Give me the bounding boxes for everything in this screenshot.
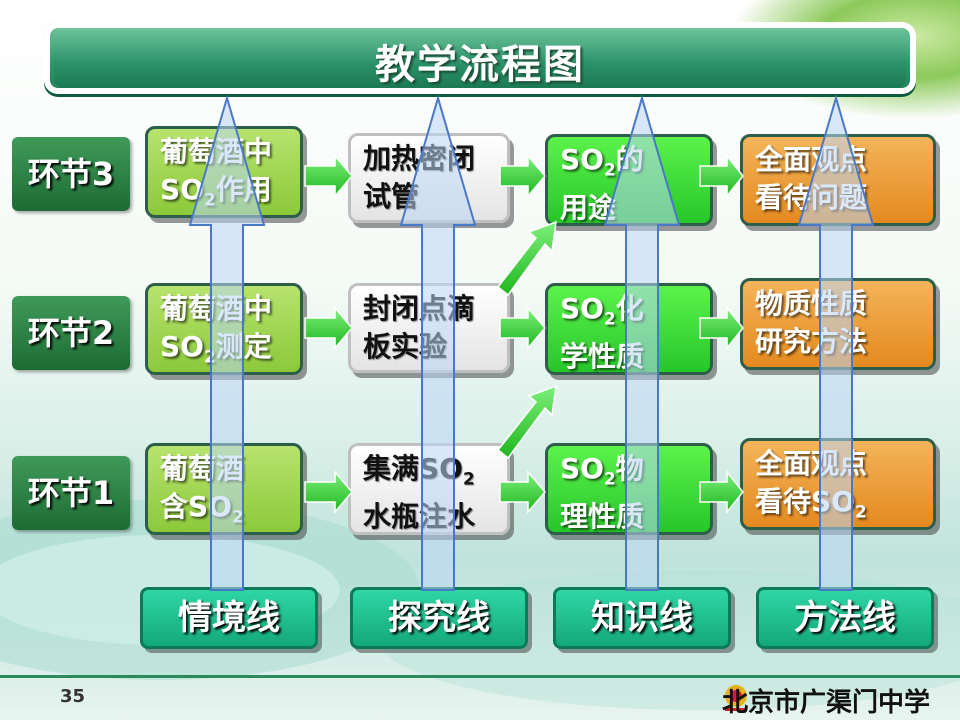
inquiry-box-stage2: 封闭点滴 板实验 <box>348 283 510 373</box>
inquiry-line-label: 探究线 <box>350 587 528 649</box>
method-line-label: 方法线 <box>756 587 934 649</box>
knowledge-box-stage1: SO2物 理性质 <box>545 443 713 535</box>
arrow-diagonal-upper <box>496 220 557 297</box>
knowledge-box-stage3: SO2的 用途 <box>545 134 713 226</box>
arrow-context-to-inquiry-2 <box>304 305 353 351</box>
method-box-stage2: 物质性质 研究方法 <box>740 278 936 370</box>
school-logo-icon <box>725 685 747 711</box>
school-name: 北京市广渠门中学 <box>721 688 930 718</box>
context-box-stage1: 葡萄酒 含SO2 <box>145 443 303 535</box>
stage-3-label: 环节3 <box>12 137 130 211</box>
stage-1-label: 环节1 <box>12 456 130 530</box>
method-box-stage1: 全面观点 看待SO2 <box>740 438 936 530</box>
context-box-stage3: 葡萄酒中 SO2作用 <box>145 126 303 218</box>
knowledge-box-stage2: SO2化 学性质 <box>545 283 713 375</box>
title-bar: 教学流程图 <box>44 22 916 94</box>
context-line-label: 情境线 <box>140 587 318 649</box>
footer-divider <box>0 675 960 678</box>
stage-2-label: 环节2 <box>12 296 130 370</box>
page-number: 35 <box>60 686 86 707</box>
arrow-context-to-inquiry-1 <box>304 469 353 515</box>
page-title: 教学流程图 <box>375 42 585 88</box>
knowledge-line-label: 知识线 <box>553 587 731 649</box>
arrow-context-to-inquiry-3 <box>304 153 353 199</box>
method-box-stage3: 全面观点 看待问题 <box>740 134 936 226</box>
context-box-stage2: 葡萄酒中 SO2测定 <box>145 283 303 375</box>
inquiry-box-stage3: 加热密闭 试管 <box>348 133 510 223</box>
inquiry-box-stage1: 集满SO2 水瓶注水 <box>348 443 510 535</box>
